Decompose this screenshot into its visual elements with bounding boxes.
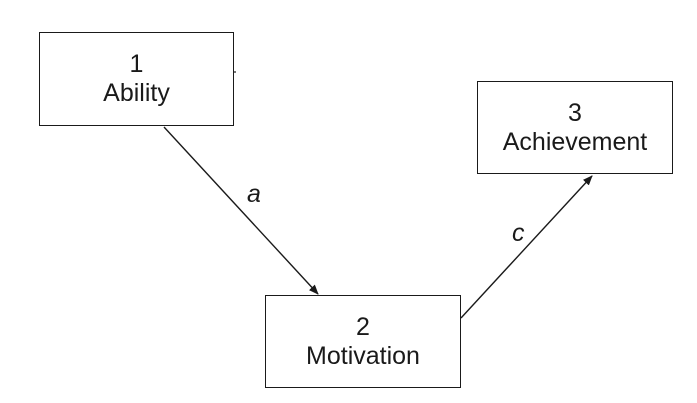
motivation-label: Motivation: [306, 341, 420, 370]
achievement-number: 3: [568, 98, 582, 127]
motivation-number: 2: [356, 312, 370, 341]
arrow-a: [163, 126, 319, 295]
achievement-label: Achievement: [502, 127, 648, 156]
motivation-box: 2 Motivation: [265, 295, 461, 388]
ability-number: 1: [129, 50, 144, 78]
achievement-box: 3 Achievement: [477, 81, 673, 174]
ability-box: 1 Ability: [39, 32, 234, 126]
path-label-a: a: [247, 180, 261, 208]
arrow-c: [460, 175, 593, 319]
path-label-c: c: [512, 219, 525, 247]
ability-label: Ability: [103, 79, 170, 107]
